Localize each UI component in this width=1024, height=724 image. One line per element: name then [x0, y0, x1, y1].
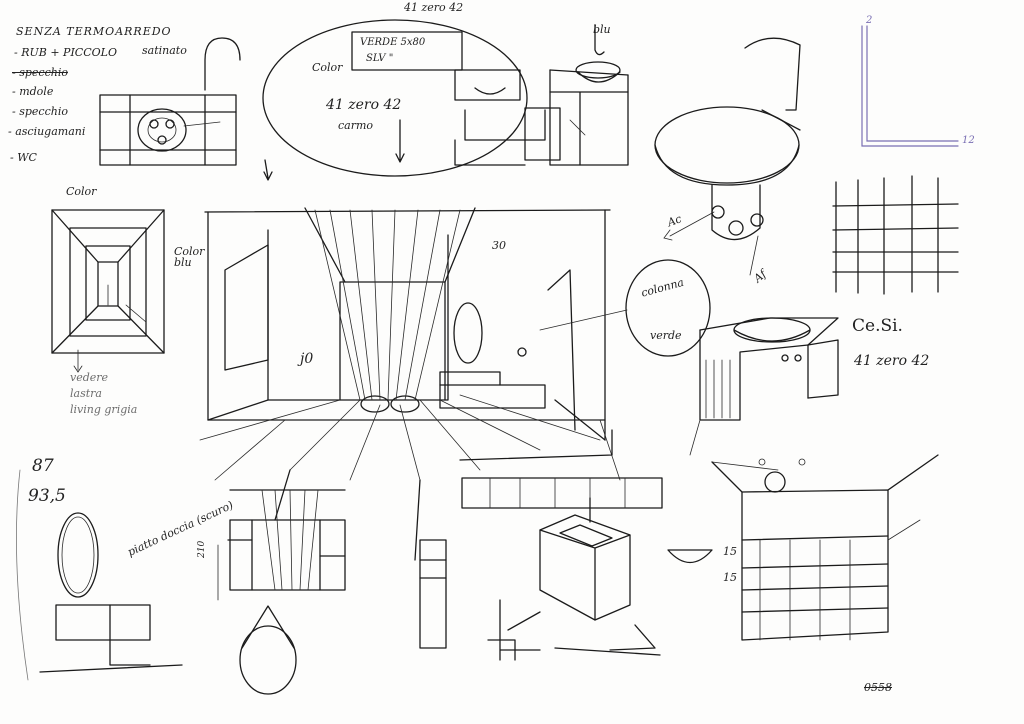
note-list-item-3: - mdole — [12, 85, 54, 98]
axis-marker — [861, 25, 959, 147]
axis-right-label: 12 — [962, 135, 975, 146]
bubble-text-2: carmo — [338, 119, 374, 132]
cesi-label: Ce.Si. — [852, 316, 903, 336]
vanity-basin-drawing — [549, 24, 629, 166]
living-label: living grigia — [70, 403, 138, 416]
construction-line — [16, 469, 29, 681]
shower-view-drawing — [217, 489, 346, 695]
box-line-1: VERDE 5x80 — [360, 37, 426, 48]
box-line-2: SLV " — [366, 53, 394, 64]
bottom-zero-label: 41 zero 42 — [854, 353, 930, 369]
mirror-cabinet-drawing — [454, 69, 561, 166]
small-30-label: 30 — [492, 239, 506, 252]
number-15-b: 15 — [723, 571, 737, 584]
basin-detail-drawing — [99, 37, 241, 166]
number-15-a: 15 — [723, 545, 737, 558]
tile-grid-drawing — [832, 175, 959, 295]
bottom-right-note: 0558 — [864, 681, 892, 694]
colonna-callout — [539, 259, 711, 357]
dimension-87: 87 — [32, 456, 54, 476]
bottom-left-mirror-cabinet — [39, 512, 183, 673]
note-list-item-6: - WC — [10, 151, 37, 164]
j0-label: j0 — [300, 351, 314, 367]
box-basin-drawing — [539, 497, 713, 651]
color-label: Color — [312, 61, 343, 74]
vedere-label: vedere — [70, 371, 109, 384]
material-callout-bubble — [262, 19, 528, 181]
note-list-item-1: - RUB + PICCOLO — [14, 46, 117, 59]
corridor-color-label: Color — [66, 185, 97, 198]
top-label: 41 zero 42 — [404, 1, 464, 14]
main-room-perspective — [199, 207, 621, 561]
bubble-text-1: 41 zero 42 — [326, 97, 402, 113]
shelving-facade-drawing — [711, 454, 939, 641]
bench-strip-drawing — [459, 429, 663, 509]
lastra-label: lastra — [70, 387, 102, 400]
notes-title: SENZA TERMOARREDO — [16, 25, 172, 38]
note-list-aside: satinato — [142, 44, 187, 57]
note-list-item-5: - asciugamani — [8, 125, 86, 138]
dimension-93-5: 93,5 — [28, 486, 66, 506]
verde-label: verde — [650, 329, 682, 342]
corridor-perspective-drawing — [51, 209, 165, 373]
right-vanity-drawing — [689, 317, 839, 456]
note-list-item-4: - specchio — [12, 105, 68, 118]
large-basin-drawing — [654, 37, 801, 276]
colors-blu-label: Color blu — [174, 245, 205, 269]
axis-top-label: 2 — [866, 15, 873, 26]
height-label: 210 — [197, 540, 207, 558]
note-list-item-2: - specchio — [12, 66, 68, 79]
basin-blu-label: blu — [593, 23, 611, 36]
small-elevations — [419, 539, 661, 661]
